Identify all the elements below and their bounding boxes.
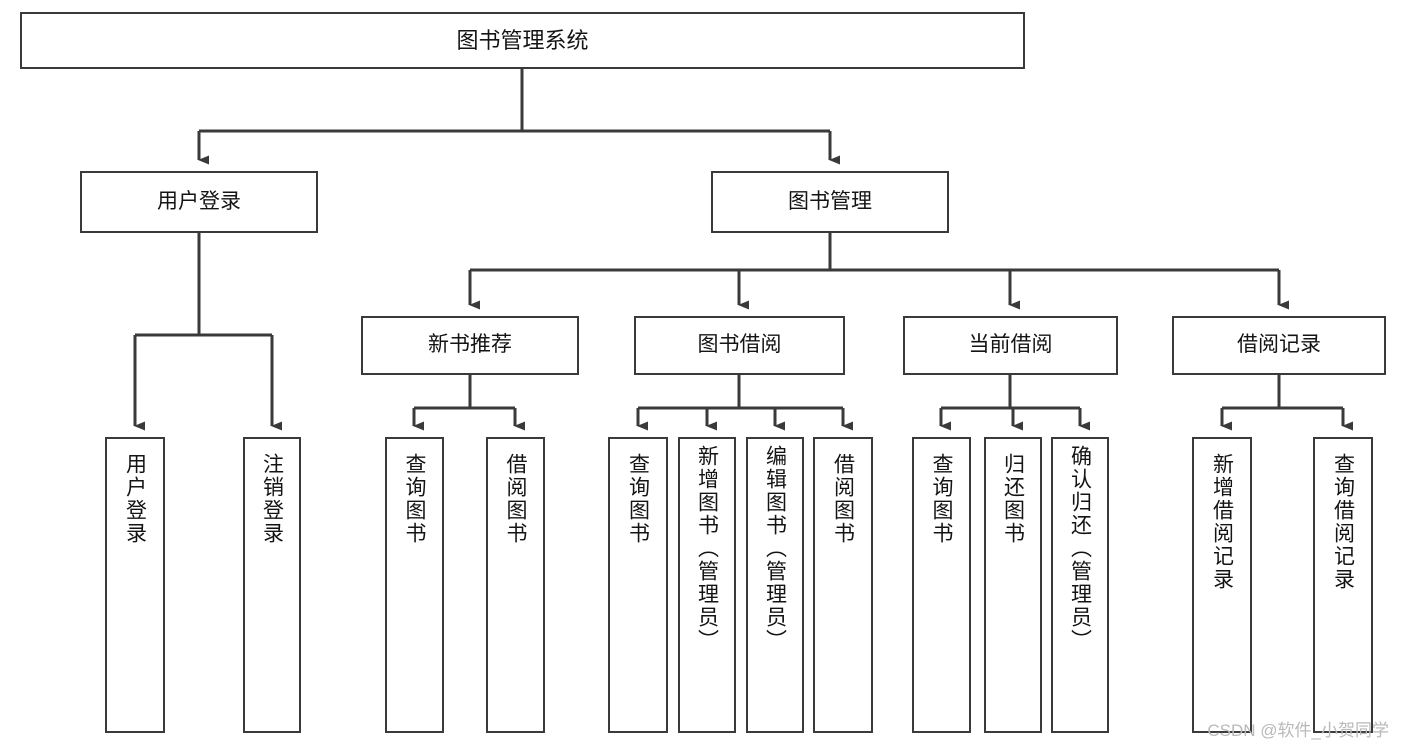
node-leaf-query-book-1-label: 查询图书 <box>403 453 426 545</box>
node-leaf-user-login-label: 用户登录 <box>123 453 147 545</box>
node-new-book-recommend[interactable]: 新书推荐 <box>361 316 579 375</box>
node-leaf-confirm-return-label: 确认归还（管理员） <box>1068 445 1092 652</box>
node-leaf-query-record[interactable]: 查询借阅记录 <box>1313 437 1373 733</box>
node-leaf-return-book-label: 归还图书 <box>1001 453 1025 545</box>
node-leaf-borrow-book-2-label: 借阅图书 <box>831 453 855 545</box>
node-user-login-label: 用户登录 <box>157 189 241 213</box>
node-book-borrow-label: 图书借阅 <box>697 333 782 357</box>
node-leaf-return-book[interactable]: 归还图书 <box>984 437 1042 733</box>
node-leaf-borrow-book-1-label: 借阅图书 <box>504 453 527 545</box>
node-borrow-record[interactable]: 借阅记录 <box>1172 316 1386 375</box>
node-book-manage-label: 图书管理 <box>788 189 872 213</box>
node-leaf-edit-book[interactable]: 编辑图书（管理员） <box>746 437 804 733</box>
node-leaf-edit-book-label: 编辑图书（管理员） <box>763 445 787 652</box>
node-new-book-recommend-label: 新书推荐 <box>428 333 512 357</box>
node-root[interactable]: 图书管理系统 <box>20 12 1025 69</box>
node-book-manage[interactable]: 图书管理 <box>711 171 949 233</box>
node-leaf-add-book-label: 新增图书（管理员） <box>695 445 719 652</box>
node-current-borrow[interactable]: 当前借阅 <box>903 316 1118 375</box>
node-leaf-logout[interactable]: 注销登录 <box>243 437 301 733</box>
node-book-borrow[interactable]: 图书借阅 <box>634 316 845 375</box>
node-leaf-borrow-book-2[interactable]: 借阅图书 <box>813 437 873 733</box>
node-leaf-query-book-2-label: 查询图书 <box>626 453 650 545</box>
node-leaf-query-book-3[interactable]: 查询图书 <box>912 437 971 733</box>
node-leaf-logout-label: 注销登录 <box>260 453 284 545</box>
node-leaf-borrow-book-1[interactable]: 借阅图书 <box>486 437 545 733</box>
node-user-login[interactable]: 用户登录 <box>80 171 318 233</box>
node-leaf-add-book[interactable]: 新增图书（管理员） <box>678 437 736 733</box>
node-root-label: 图书管理系统 <box>456 27 589 53</box>
node-leaf-query-book-1[interactable]: 查询图书 <box>385 437 444 733</box>
node-leaf-confirm-return[interactable]: 确认归还（管理员） <box>1051 437 1109 733</box>
node-current-borrow-label: 当前借阅 <box>968 333 1053 357</box>
node-borrow-record-label: 借阅记录 <box>1237 333 1321 357</box>
node-leaf-add-record[interactable]: 新增借阅记录 <box>1192 437 1252 733</box>
node-leaf-query-record-label: 查询借阅记录 <box>1331 453 1355 591</box>
node-leaf-query-book-2[interactable]: 查询图书 <box>608 437 668 733</box>
node-leaf-user-login[interactable]: 用户登录 <box>105 437 165 733</box>
node-leaf-add-record-label: 新增借阅记录 <box>1210 453 1234 591</box>
node-leaf-query-book-3-label: 查询图书 <box>930 453 953 545</box>
